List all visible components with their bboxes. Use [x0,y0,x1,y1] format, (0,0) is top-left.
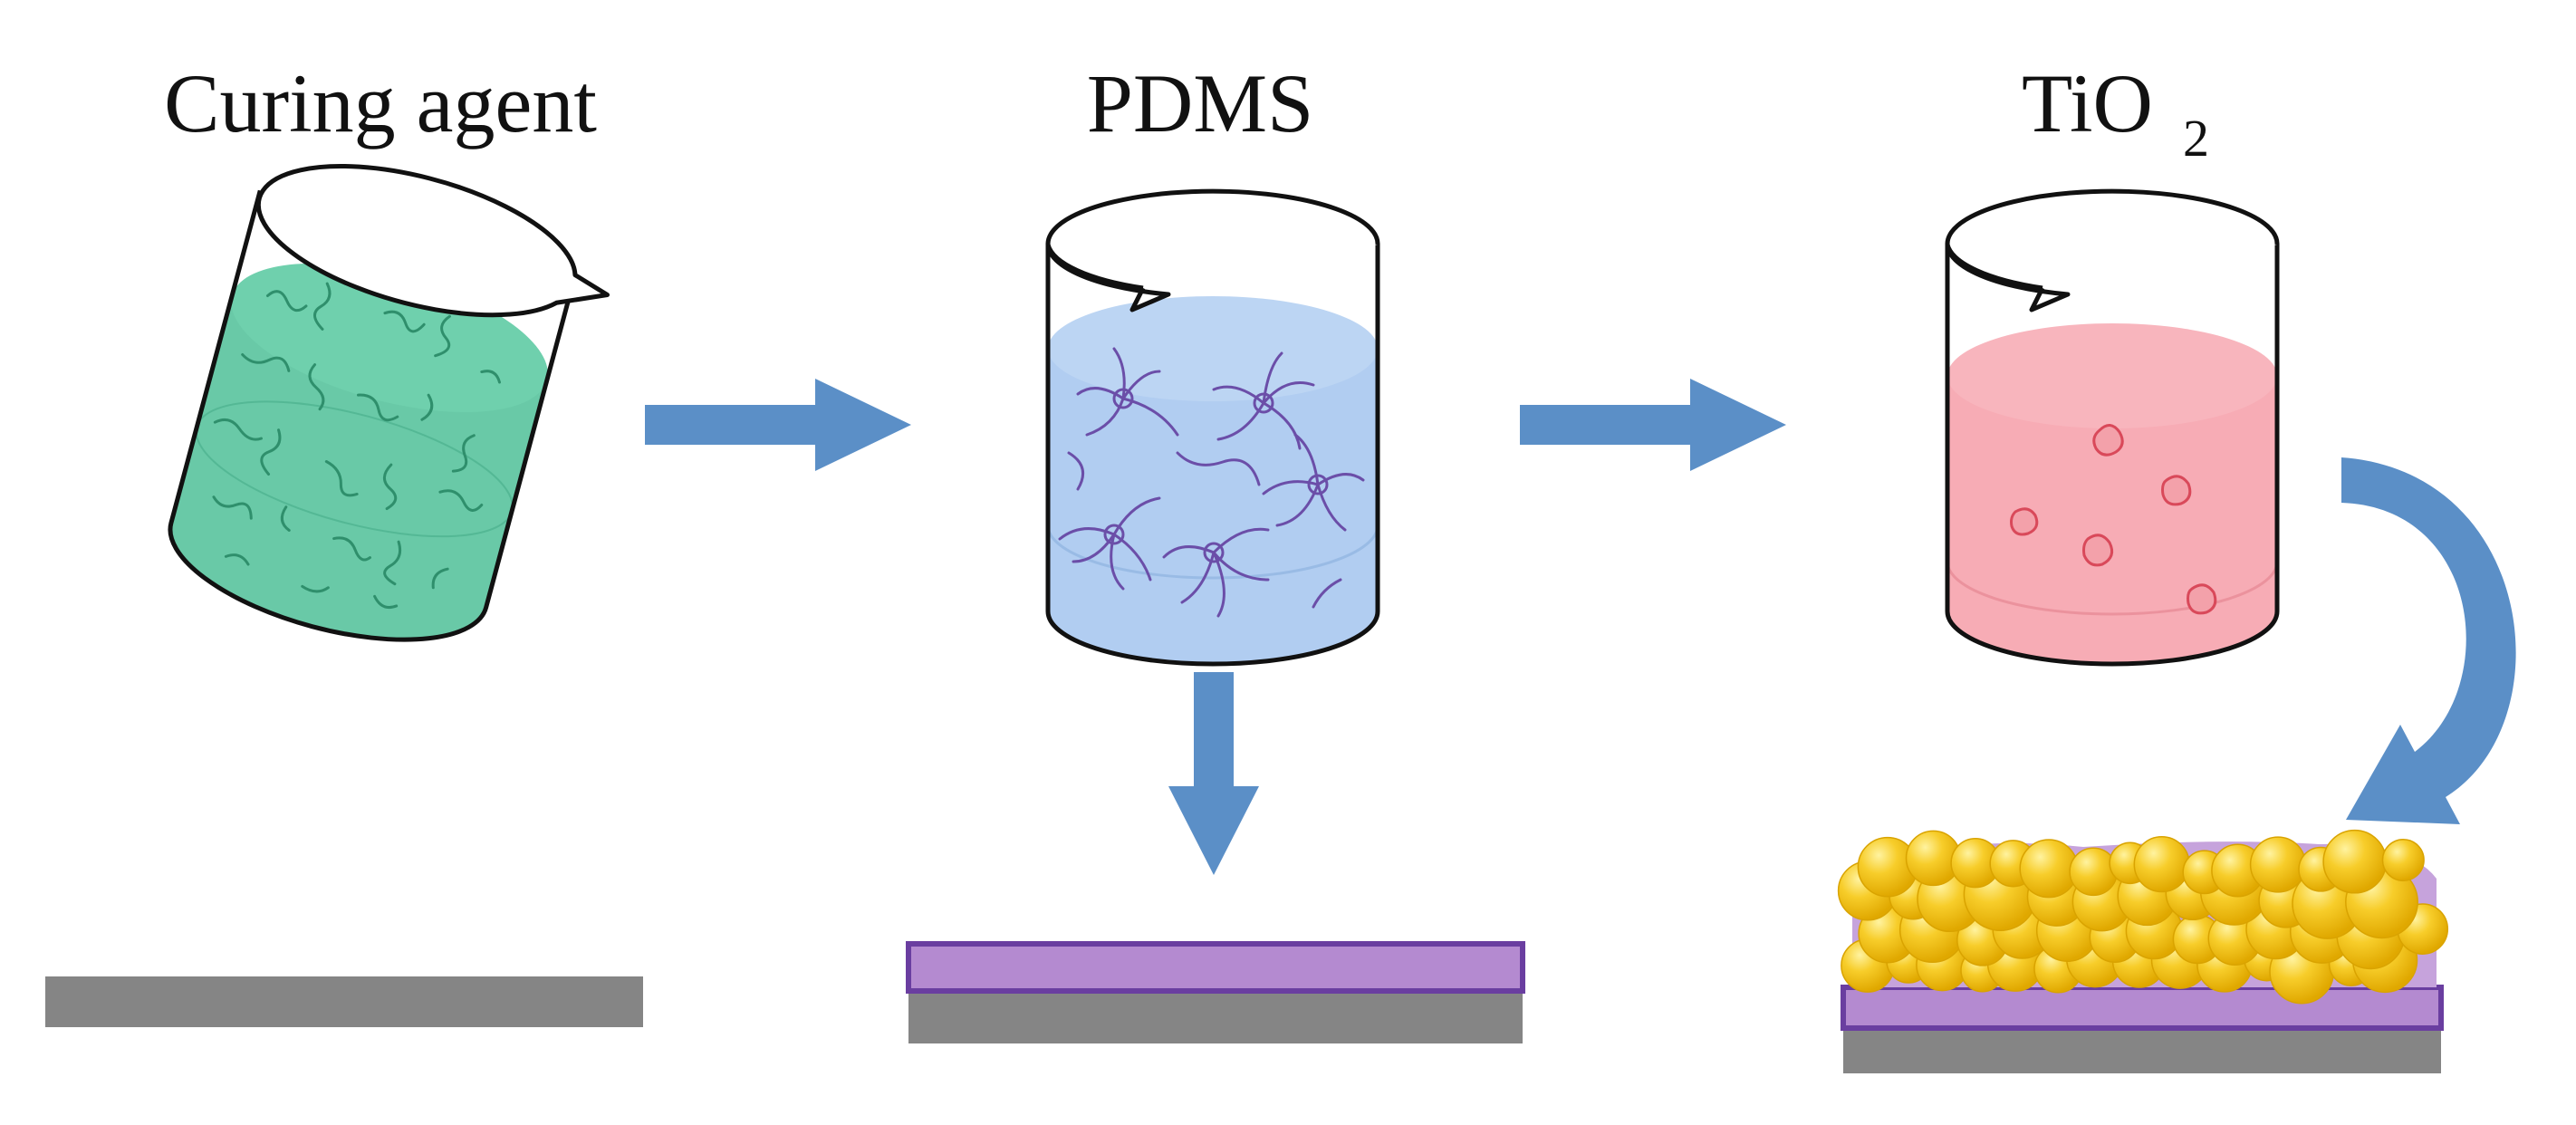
tio2-nanoparticle [2069,847,2119,897]
substrate-stage2 [908,989,1523,1043]
beaker-tio2-rim [1945,188,2280,312]
tio2-particles [2010,424,2217,615]
label-tio2: TiO 2 [2022,57,2209,168]
beaker-tio2 [1945,188,2280,667]
tio2-nanoparticle [2381,838,2425,882]
beaker-pdms-rim [1045,188,1380,312]
beaker-curing-agent-glass [168,189,578,642]
pdms-film-stage2 [906,941,1525,994]
substrate-with-pdms [906,941,1525,1043]
tio2-nanoparticle-layer [1837,829,2449,1005]
substrate-stage3 [1843,1028,2441,1073]
pdms-liquid-surface [1048,296,1378,401]
beaker-curing-agent-rim [255,163,610,318]
tio2-nanoparticle [2133,835,2190,893]
label-tio2-main: TiO [2022,57,2153,149]
label-curing-agent: Curing agent [164,57,597,149]
tio2-nanoparticle [2322,829,2388,894]
substrate-with-tio2-coating [1837,829,2449,1073]
curing-agent-strands [212,282,501,610]
beaker-pdms [1045,188,1380,667]
substrate-bare [45,976,643,1027]
beaker-curing-agent [168,163,610,642]
arrow-curved [2341,457,2516,824]
arrow-right-2 [1520,379,1786,471]
label-pdms: PDMS [1087,57,1314,149]
beaker-pdms-glass [1045,245,1380,667]
pdms-polymer-network [1058,347,1365,618]
tio2-nanoparticle [2249,836,2307,893]
beaker-tio2-glass [1945,245,2280,667]
arrow-down [1168,672,1259,875]
label-tio2-subscript: 2 [2183,109,2209,168]
tio2-liquid-surface [1947,323,2277,428]
pdms-liquid [1048,349,1378,664]
pdms-film-stage3 [1841,985,2444,1031]
arrow-right-1 [645,379,911,471]
tio2-nanoparticle [2019,839,2079,899]
